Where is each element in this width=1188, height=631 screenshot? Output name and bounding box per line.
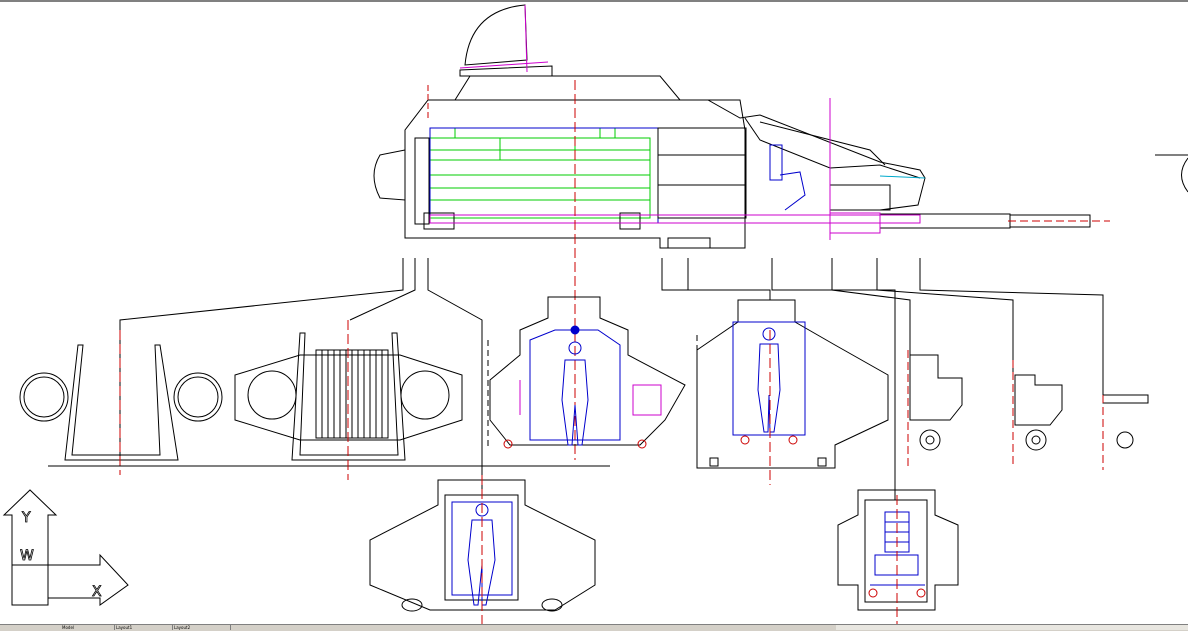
section-profiles [907, 350, 1149, 470]
top-border [0, 0, 1188, 2]
section-bay [696, 299, 889, 485]
tab-layout2-label: Layout2 [174, 625, 191, 630]
section-wheels [19, 330, 610, 475]
human-figure-c [561, 341, 589, 446]
tab-layout1[interactable]: Layout1 [116, 625, 173, 630]
green-structure [429, 128, 651, 219]
ucs-y-label: Y [21, 510, 31, 526]
side-view [373, 4, 1188, 460]
ucs-x-label: X [92, 584, 102, 600]
tab-layout1-label: Layout1 [116, 625, 133, 630]
layout-tab-bar: Model Layout1 Layout2 [0, 624, 1188, 631]
hull-top [454, 75, 926, 211]
gun-barrel [879, 213, 1011, 229]
tab-model-label: Model [62, 625, 75, 630]
ucs-w-label: W [20, 548, 34, 564]
horizontal-scrollbar[interactable] [836, 625, 1188, 630]
tab-layout2[interactable]: Layout2 [174, 625, 231, 630]
turret-dish [464, 4, 528, 66]
leader-lines [119, 258, 1104, 500]
tab-model[interactable]: Model [62, 625, 115, 630]
section-seat [837, 489, 959, 625]
engine-nozzle [373, 149, 406, 201]
section-lower-pod [369, 475, 596, 625]
human-figure-d [757, 327, 781, 433]
section-treads [234, 320, 463, 480]
cockpit-canopy [744, 117, 921, 179]
section-crew [487, 296, 686, 450]
ucs-icon: Y W X [2, 489, 129, 606]
tab-scroll-arrows[interactable] [0, 625, 60, 630]
